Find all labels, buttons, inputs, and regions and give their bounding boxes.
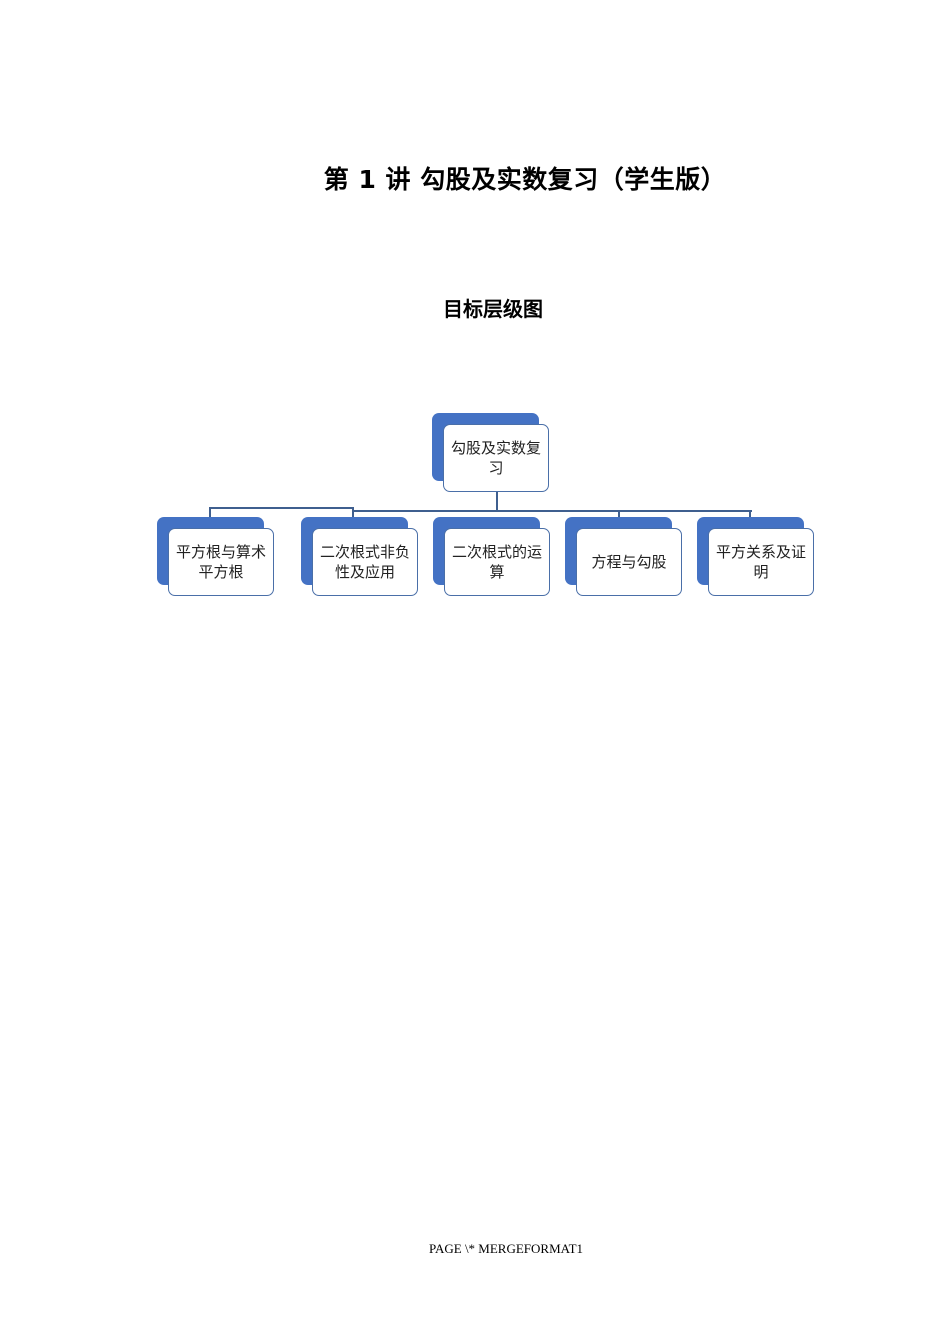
connector-tick-1 (209, 507, 211, 517)
connector-root-vertical (496, 490, 498, 511)
document-title: 第 1 讲 勾股及实数复习（学生版） (323, 165, 727, 194)
child-node-label: 二次根式非负性及应用 (312, 528, 418, 596)
page-footer: PAGE \* MERGEFORMAT1 (428, 1241, 584, 1256)
child-node-label: 二次根式的运算 (444, 528, 550, 596)
child-node-label: 方程与勾股 (576, 528, 682, 596)
connector-tick-4 (618, 510, 620, 517)
section-heading: 目标层级图 (443, 297, 543, 321)
child-node-label: 平方根与算术平方根 (168, 528, 274, 596)
connector-tick-5 (749, 510, 751, 517)
root-node-label: 勾股及实数复习 (443, 424, 549, 492)
connector-tick-2 (352, 507, 354, 517)
child-node-label: 平方关系及证明 (708, 528, 814, 596)
connector-horizontal-main (352, 510, 752, 512)
connector-horizontal-left (209, 507, 354, 509)
